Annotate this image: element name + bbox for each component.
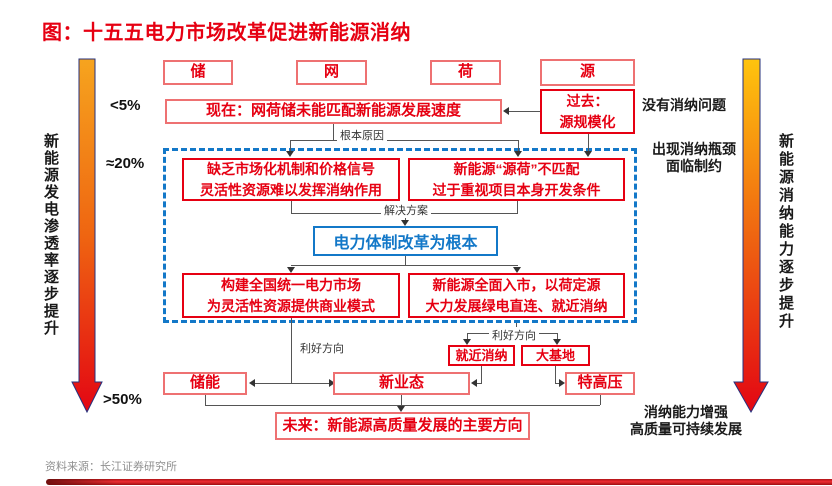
arrowhead-down (553, 339, 561, 345)
connector-line (290, 140, 518, 141)
tick-over-50pct: >50% (103, 391, 142, 408)
connector-line (467, 333, 468, 339)
connector-line (600, 395, 601, 405)
arrowhead-down (401, 220, 409, 226)
connector-line (518, 140, 519, 151)
node-cause-market: 缺乏市场化机制和价格信号 灵活性资源难以发挥消纳作用 (182, 158, 400, 201)
node-cause-mismatch-line1: 新能源“源荷”不匹配 (453, 161, 580, 178)
node-cause-mismatch-line2: 过于重视项目本身开发条件 (432, 181, 601, 198)
arrowhead-down (463, 339, 471, 345)
connector-line (405, 256, 406, 265)
connector-line (555, 383, 561, 384)
connector-line (255, 383, 329, 384)
node-sol-market-entry-line1: 新能源全面入市，以荷定源 (432, 277, 601, 294)
arrowhead-down (584, 151, 592, 157)
connector-line (291, 201, 292, 213)
node-sol-national-market-line1: 构建全国统一电力市场 (221, 277, 361, 294)
arrowhead-down (397, 406, 405, 412)
connector-line (509, 111, 540, 112)
arrowhead-right (329, 379, 335, 387)
edge-label-favorable-right: 利好方向 (489, 327, 539, 343)
arrowhead-left (471, 379, 477, 387)
node-past-line2: 源规模化 (559, 113, 616, 130)
node-load: 荷 (430, 60, 501, 85)
arrowhead-right (559, 379, 565, 387)
node-grid: 网 (296, 60, 367, 85)
arrowhead-down (287, 267, 295, 273)
node-past: 过去： 源规模化 (540, 89, 635, 134)
node-core-reform: 电力体制改革为根本 (313, 226, 498, 256)
connector-line (477, 383, 482, 384)
connector-line (517, 201, 518, 213)
note-enhanced-line1: 消纳能力增强 (644, 404, 728, 420)
tick-under-5pct: <5% (110, 97, 141, 114)
note-enhanced: 消纳能力增强 高质量可持续发展 (610, 404, 762, 438)
tick-approx-20pct: ≈20% (106, 155, 145, 172)
node-energy-storage: 储能 (163, 372, 247, 395)
edge-label-root-cause: 根本原因 (337, 127, 387, 143)
solution-dashed-box (163, 148, 637, 323)
connector-line (588, 134, 589, 151)
node-storage: 储 (163, 60, 233, 85)
penetration-gradient-arrow-icon (71, 58, 103, 414)
connector-line (481, 366, 482, 383)
arrowhead-down (514, 151, 522, 157)
node-cause-market-line1: 缺乏市场化机制和价格信号 (207, 161, 375, 178)
footer-red-bar (46, 479, 832, 485)
node-big-base: 大基地 (521, 345, 590, 366)
node-uhv: 特高压 (565, 372, 635, 395)
node-past-line1: 过去： (566, 93, 609, 110)
arrowhead-down (286, 151, 294, 157)
connector-line (333, 124, 334, 140)
connector-line (557, 333, 558, 339)
source-note: 资料来源：长江证券研究所 (45, 461, 177, 473)
note-bottleneck-line1: 出现消纳瓶颈 (652, 141, 736, 157)
node-sol-market-entry-line2: 大力发展绿电直连、就近消纳 (425, 297, 608, 314)
note-bottleneck-line2: 面临制约 (666, 158, 722, 174)
node-now: 现在：网荷储未能匹配新能源发展速度 (165, 99, 502, 124)
node-cause-mismatch: 新能源“源荷”不匹配 过于重视项目本身开发条件 (408, 158, 625, 201)
node-cause-market-line2: 灵活性资源难以发挥消纳作用 (200, 181, 382, 198)
node-source: 源 (540, 59, 635, 86)
connector-line (290, 140, 291, 151)
connector-line (291, 318, 292, 383)
node-nearby-absorption: 就近消纳 (448, 345, 515, 366)
note-no-absorption-problem: 没有消纳问题 (642, 97, 726, 113)
node-sol-market-entry: 新能源全面入市，以荷定源 大力发展绿电直连、就近消纳 (408, 273, 625, 318)
node-new-business-modes: 新业态 (333, 372, 470, 395)
note-bottleneck: 出现消纳瓶颈 面临制约 (636, 141, 752, 175)
arrowhead-left (249, 379, 255, 387)
connector-line (205, 395, 206, 405)
edge-label-solution: 解决方案 (381, 202, 431, 218)
edge-label-favorable-left: 利好方向 (297, 340, 347, 356)
connector-line (401, 395, 402, 405)
node-sol-national-market: 构建全国统一电力市场 为灵活性资源提供商业模式 (182, 273, 400, 318)
node-future: 未来：新能源高质量发展的主要方向 (275, 412, 530, 440)
connector-line (205, 405, 600, 406)
left-axis-label: 新能源发电渗透率逐步提升 (42, 133, 59, 337)
node-sol-national-market-line2: 为灵活性资源提供商业模式 (207, 297, 375, 314)
arrowhead-down (513, 267, 521, 273)
absorption-gradient-arrow-icon (733, 58, 769, 414)
arrowhead-left (503, 107, 509, 115)
connector-line (555, 366, 556, 383)
page-title: 图：十五五电力市场改革促进新能源消纳 (42, 22, 411, 44)
right-axis-label: 新能源消纳能力逐步提升 (777, 133, 794, 331)
connector-line (291, 265, 518, 266)
note-enhanced-line2: 高质量可持续发展 (630, 421, 742, 437)
